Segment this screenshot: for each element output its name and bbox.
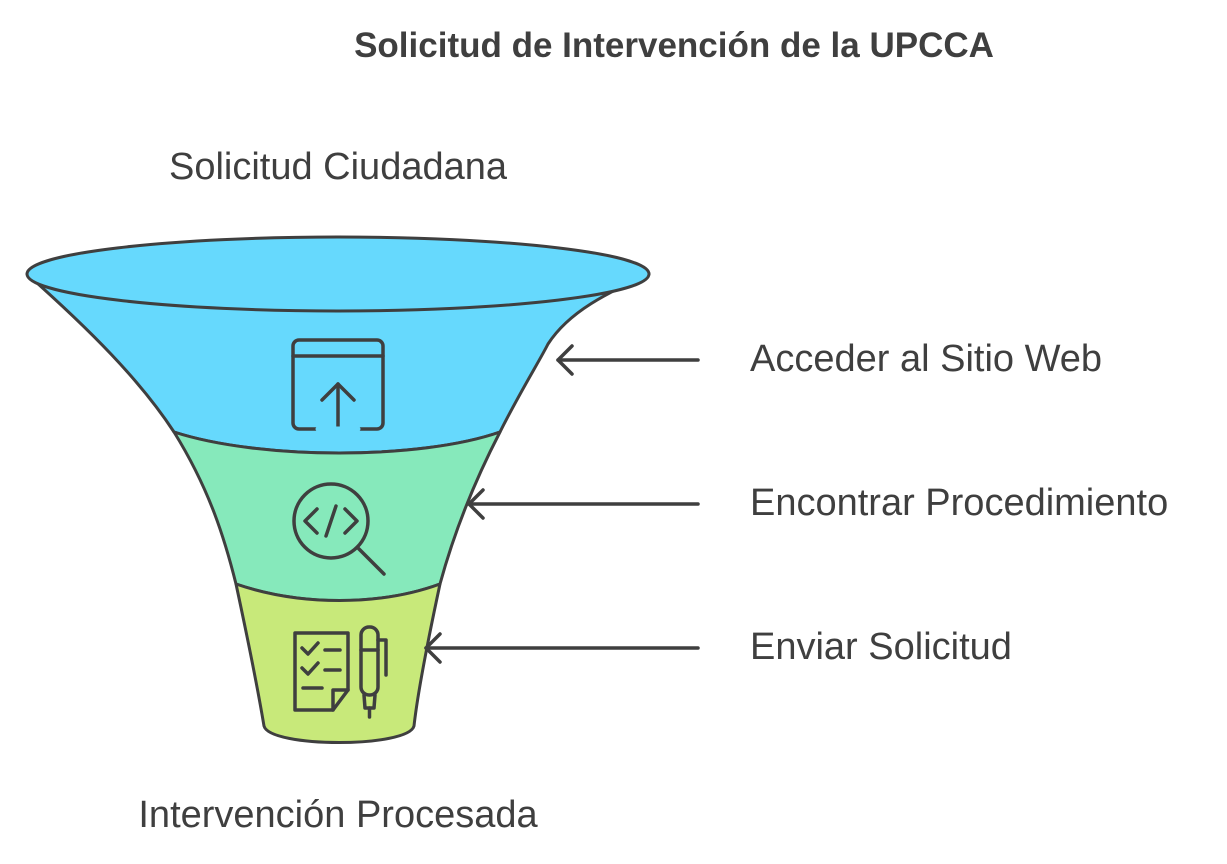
stage-label-acceder: Acceder al Sitio Web [750, 338, 1103, 380]
stage-arrows [424, 344, 700, 664]
funnel-rim [25, 235, 651, 313]
funnel-bottom-label: Intervención Procesada [138, 794, 538, 836]
browser-upload-icon [291, 338, 385, 432]
checklist-pen-icon [293, 625, 388, 719]
funnel-top-label: Solicitud Ciudadana [168, 146, 507, 188]
diagram-title: Solicitud de Intervención de la UPCCA [354, 26, 994, 65]
funnel-stage-2 [172, 430, 502, 602]
stage-label-enviar: Enviar Solicitud [750, 626, 1012, 668]
funnel-stage-3 [234, 582, 442, 744]
code-search-icon [292, 482, 386, 576]
stage-label-encontrar: Encontrar Procedimiento [750, 482, 1169, 524]
